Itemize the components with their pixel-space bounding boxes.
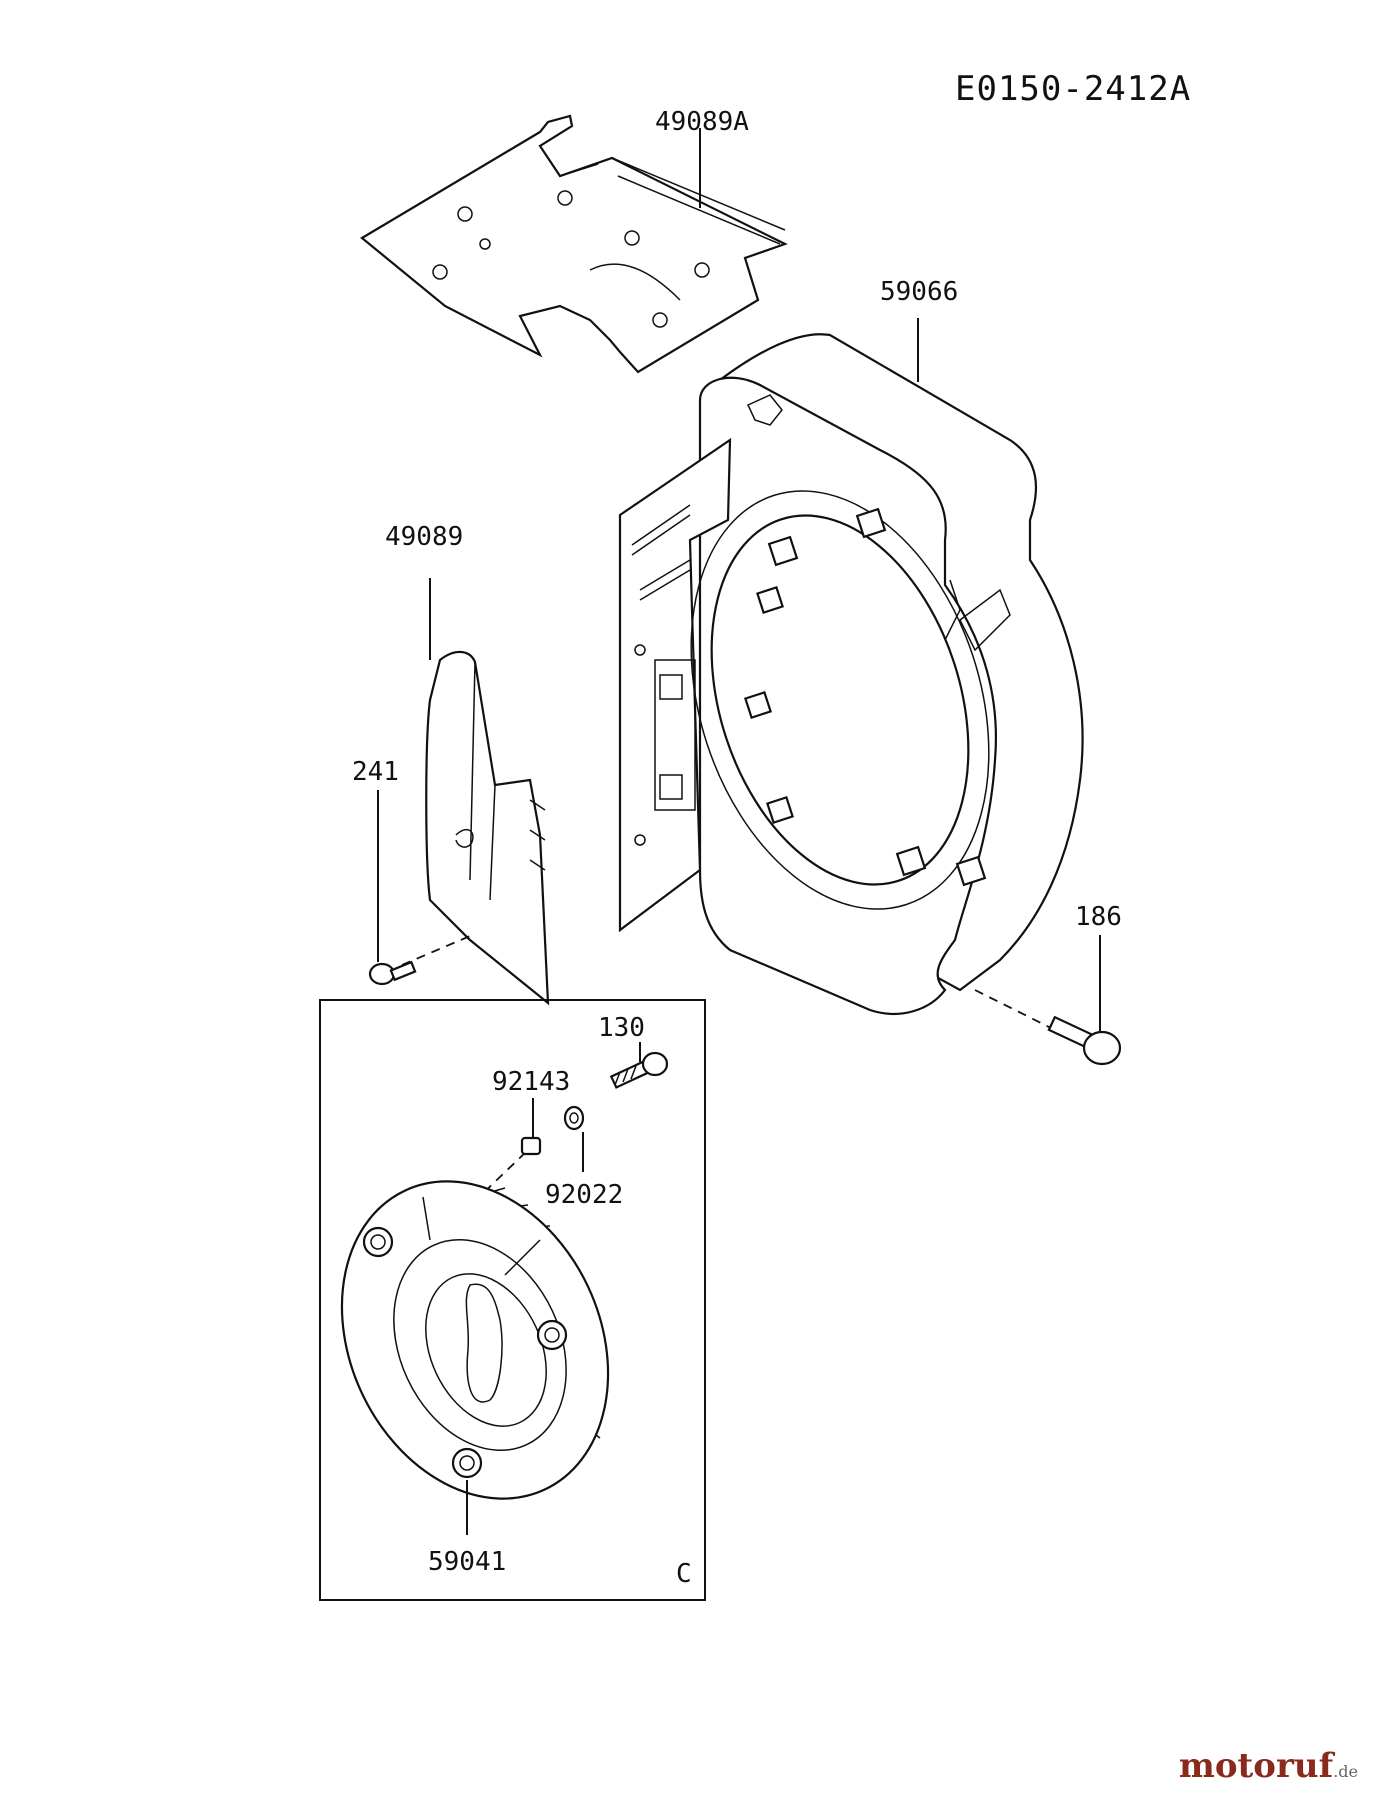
part-49089A-cover-plate	[360, 114, 788, 374]
part-label-241: 241	[352, 757, 399, 787]
part-59041-fan	[340, 1180, 610, 1535]
part-label-186: 186	[1075, 902, 1122, 932]
part-130-bolt	[609, 1042, 669, 1089]
part-241-screw	[368, 790, 471, 986]
inset-box	[319, 999, 706, 1601]
part-49089-baffle	[425, 578, 550, 1006]
part-label-59066: 59066	[880, 277, 958, 307]
part-label-92143: 92143	[492, 1067, 570, 1097]
part-59066-fan-housing	[618, 318, 1084, 1015]
watermark-logo: motoruf.de	[1178, 1746, 1358, 1786]
inset-letter: C	[676, 1559, 692, 1589]
diagram-code: E0150-2412A	[955, 69, 1191, 109]
part-label-59041: 59041	[428, 1547, 506, 1577]
part-label-49089: 49089	[385, 522, 463, 552]
part-label-49089A: 49089A	[655, 107, 749, 137]
part-186-bolt	[974, 935, 1122, 1066]
part-label-130: 130	[598, 1013, 645, 1043]
part-92022-washer	[563, 1105, 585, 1172]
part-label-92022: 92022	[545, 1180, 623, 1210]
